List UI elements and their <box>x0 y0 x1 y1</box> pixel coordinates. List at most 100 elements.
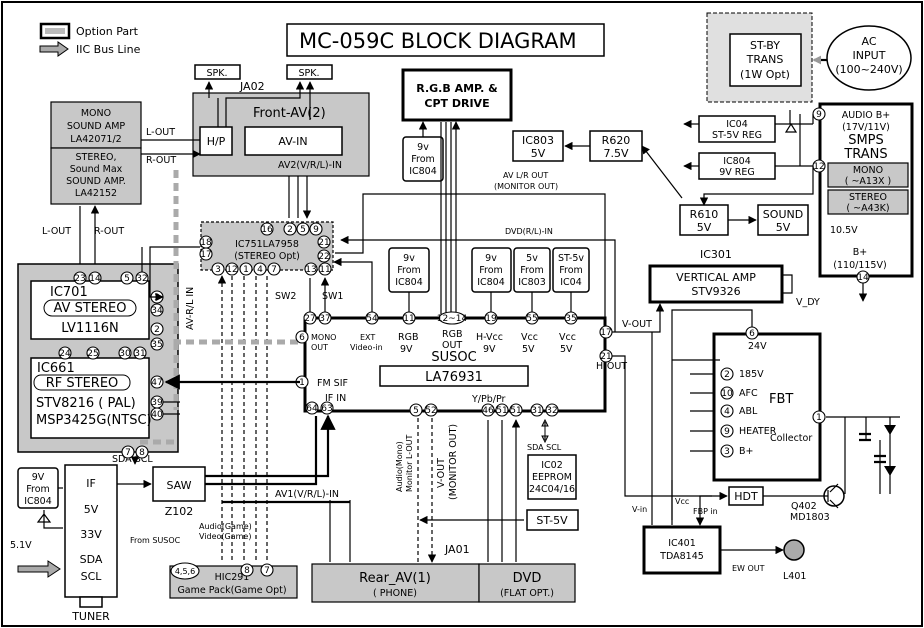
pin-markers: 16 2 5 9 18 17 21 22 3 12 1 4 7 13 11 23… <box>58 222 613 459</box>
pin-number: 32 <box>136 274 147 284</box>
pin-number: 25 <box>87 349 98 359</box>
diagram-label: R-OUT <box>146 155 176 166</box>
diagram-label: ST-5V REG <box>712 130 762 141</box>
diagram-label: AV1(V/R/L)-IN <box>275 489 339 500</box>
diagram-label: Video(Game) <box>199 532 251 541</box>
diagram-label: (MONITOR OUT) <box>448 424 459 500</box>
diagram-label: INPUT <box>853 49 886 62</box>
pin-number: 37 <box>319 314 330 324</box>
pin-number: 24 <box>59 349 71 359</box>
diagram-label: TUNER <box>71 610 110 623</box>
from-sources: 9v From IC804 9v From IC804 5v From IC80… <box>388 247 590 313</box>
pin-number: 14 <box>89 274 101 284</box>
l401-coil <box>783 539 805 561</box>
stby-box <box>729 33 802 87</box>
page-title: MC-059C BLOCK DIAGRAM <box>299 29 577 53</box>
diagram-label: SOUND AMP <box>67 121 126 132</box>
diagram-label: STV9326 <box>691 285 740 298</box>
mono-sound-amp <box>50 101 142 149</box>
pin-number: 21 <box>600 352 611 362</box>
diagram-label: JA01 <box>444 543 470 556</box>
diagram-label: STEREO, <box>76 152 117 163</box>
diagram-label: V_DY <box>796 297 820 308</box>
pin-number: 1 <box>243 265 249 275</box>
diagram-label: Video-in <box>350 343 383 352</box>
diagram-label: Y/Pb/Pr <box>471 394 506 405</box>
pin-number: 9 <box>724 427 730 437</box>
pin-number: 46 <box>482 406 494 416</box>
diagram-label: From <box>479 265 503 276</box>
diagram-label: SCL <box>81 570 103 583</box>
ic02-eeprom <box>527 454 577 500</box>
diagram-label: 33V <box>80 528 102 541</box>
pin-number: 63 <box>321 404 332 414</box>
diagram-label: IC04 <box>726 119 748 130</box>
diagram-label: R620 <box>602 134 631 147</box>
diagram-label: LV1116N <box>61 321 119 336</box>
pin-number: 64 <box>306 404 318 414</box>
diagram-label: Monitor L-OUT <box>405 434 414 492</box>
pin-number: 17 <box>600 328 611 338</box>
diagram-label: (FLAT OPT.) <box>500 588 554 599</box>
diagram-label: 9v <box>403 253 415 264</box>
diagram-label: LA42071/2 <box>70 134 121 145</box>
stereo-sound-amp <box>50 147 142 205</box>
diagram-label: IC803 <box>518 277 546 288</box>
diagram-label: Z102 <box>165 505 194 518</box>
diagram-label: TRANS <box>843 147 887 162</box>
diagram-label: SAW <box>167 479 192 492</box>
diagram-label: LA42152 <box>75 188 117 199</box>
diagram-label: SW2 <box>275 291 296 302</box>
sound-5v <box>757 204 809 236</box>
pin-number: 23 <box>74 274 85 284</box>
diagram-label: ( PHONE) <box>373 588 417 599</box>
diagram-label: MONO <box>81 108 111 119</box>
diagram-label: Vcc <box>521 332 538 343</box>
diagram-label: HIC291 <box>215 572 250 583</box>
diagram-label: 9V <box>483 344 496 355</box>
vertical-amp <box>648 264 784 304</box>
diagram-label: H/P <box>207 135 226 148</box>
legend-iic: IIC Bus Line <box>76 43 141 56</box>
pin-number: 9 <box>816 110 822 120</box>
diagram-label: IC02 <box>541 460 563 471</box>
diagram-label: From <box>559 265 583 276</box>
pin-number: 4,5,6 <box>175 567 195 576</box>
diagram-label: IC804 <box>24 496 52 507</box>
diagram-label: 9V REG <box>719 167 755 178</box>
pin-number: 11 <box>403 314 414 324</box>
diagram-label: L401 <box>783 571 806 582</box>
pin-number: 27 <box>304 314 315 324</box>
diagram-label: V-OUT <box>436 458 447 488</box>
diagram-label: IC04 <box>560 277 582 288</box>
pin-number: 12 <box>226 265 237 275</box>
diagram-label: AV-IN <box>278 135 307 148</box>
diagram-label: B+ <box>853 247 867 258</box>
diagram-label: From SUSOC <box>130 536 181 545</box>
diagram-label: 9V <box>32 472 45 483</box>
diagram-label: ( ~A43K) <box>846 203 889 214</box>
pin-number: 52 <box>425 406 436 416</box>
pin-number: 16 <box>261 225 273 235</box>
diagram-label: AV-R/L IN <box>185 287 196 330</box>
diagram-label: 5.1V <box>10 540 32 551</box>
pin-number: 32 <box>546 406 557 416</box>
pin-number: 5 <box>124 274 130 284</box>
diagram-label: SPK. <box>298 68 319 79</box>
diagram-label: AFC <box>739 388 758 399</box>
diagram-label: MSP3425G(NTSC) <box>36 413 152 428</box>
hp-jack <box>199 126 233 156</box>
diagram-label: IC401 <box>668 538 696 549</box>
diagram-label: R.G.B AMP. & <box>416 82 498 95</box>
diagram-label: RGB <box>398 332 418 343</box>
diagram-label: IC661 <box>37 361 75 376</box>
ac-input <box>826 25 912 91</box>
diagram-label: AV2(V/R/L)-IN <box>278 160 342 171</box>
diagram-label: Game Pack(Game Opt) <box>177 585 286 596</box>
diagram-label: RGB <box>442 329 462 340</box>
diagram-label: IC803 <box>522 134 554 147</box>
pin-number: 54 <box>366 314 378 324</box>
diagram-label: 5V <box>84 503 99 516</box>
diagram-label: ( ~A13X ) <box>845 176 892 187</box>
